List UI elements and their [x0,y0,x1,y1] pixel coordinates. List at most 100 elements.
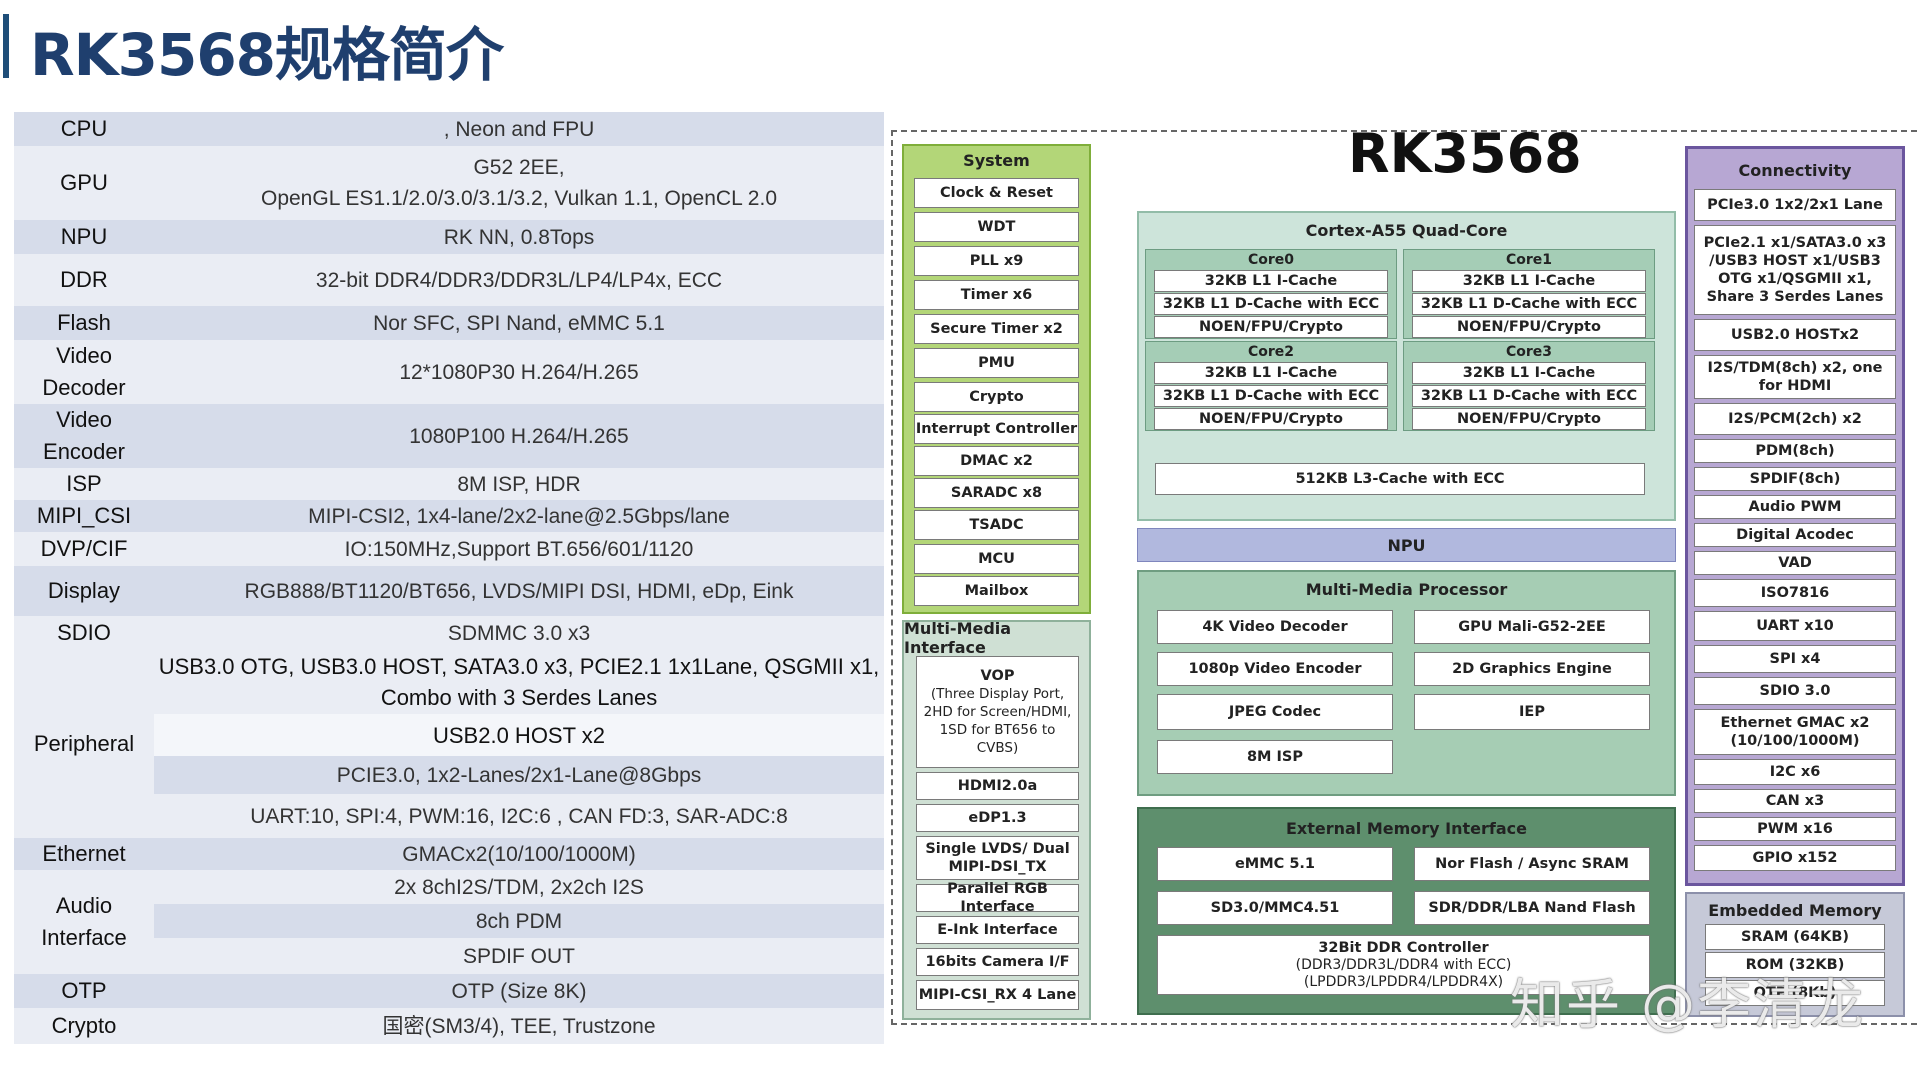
emb-item: OTP (8Kb) [1705,980,1885,1006]
mmp-item: GPU Mali-G52-2EE [1414,610,1650,644]
conn-item: UART x10 [1694,611,1896,641]
mmp-item: 1080p Video Encoder [1157,652,1393,686]
system-item: Secure Timer x2 [914,314,1079,344]
spec-label-line: Encoder [43,439,125,464]
system-item: WDT [914,212,1079,242]
spec-row-npu: NPU RK NN, 0.8Tops [14,220,884,254]
mmp-item: IEP [1414,694,1650,730]
system-item: PLL x9 [914,246,1079,276]
system-item: Mailbox [914,576,1079,606]
system-item: Clock & Reset [914,178,1079,208]
conn-item: CAN x3 [1694,789,1896,813]
spec-label: Peripheral [14,650,154,838]
conn-item: SPDIF(8ch) [1694,467,1896,491]
spec-label: DDR [60,267,108,292]
spec-label: Video Encoder [14,404,154,468]
spec-label: ISP [66,471,102,496]
emb-item: ROM (32KB) [1705,952,1885,978]
mmi-item: E-Ink Interface [916,916,1079,944]
l1d-cache: 32KB L1 D-Cache with ECC [1412,293,1646,315]
spec-value: 8M ISP, HDR [457,472,581,496]
conn-item: I2C x6 [1694,759,1896,785]
mmp-item: 4K Video Decoder [1157,610,1393,644]
multimedia-processor-block: Multi-Media Processor 4K Video Decoder G… [1137,570,1676,796]
neon-unit: NOEN/FPU/Crypto [1154,408,1388,430]
spec-value-line: OpenGL ES1.1/2.0/3.0/3.1/3.2, Vulkan 1.1… [260,187,778,210]
mmp-title: Multi-Media Processor [1305,579,1508,599]
peripheral-usb3-line: USB3.0 OTG, USB3.0 HOST, SATA3.0 x3, PCI… [154,650,884,714]
neon-unit: NOEN/FPU/Crypto [1154,316,1388,338]
core3-box: Core3 32KB L1 I-Cache 32KB L1 D-Cache wi… [1403,341,1655,431]
core-name: Core0 [1247,252,1295,268]
audio-i2s-line: 2x 8chI2S/TDM, 2x2ch I2S [154,870,884,904]
spec-label-line: Audio [55,893,113,918]
spec-row-display: Display RGB888/BT1120/BT656, LVDS/MIPI D… [14,566,884,616]
conn-item: I2S/TDM(8ch) x2, one for HDMI [1694,355,1896,399]
vop-cell: VOP (Three Display Port, 2HD for Screen/… [916,656,1079,768]
spec-label-line: Decoder [42,375,126,400]
l1i-cache: 32KB L1 I-Cache [1154,270,1388,292]
mmi-item: 16bits Camera I/F [916,948,1079,976]
spec-label-line: Video [56,343,112,368]
mmp-item: JPEG Codec [1157,694,1393,730]
l1d-cache: 32KB L1 D-Cache with ECC [1154,385,1388,407]
spec-row-ethernet: Ethernet GMACx2(10/100/1000M) [14,838,884,870]
spec-row-video-decoder: Video Decoder 12*1080P30 H.264/H.265 [14,340,884,404]
mmi-item: Single LVDS/ Dual MIPI-DSI_TX [916,836,1079,880]
ddr-controller-line: (LPDDR3/LPDDR4/LPDDR4X) [1303,974,1504,990]
peripheral-pcie3-line: PCIE3.0, 1x2-Lanes/2x1-Lane@8Gbps [154,756,884,794]
chip-name: RK3568 [1348,122,1582,185]
spec-row-video-encoder: Video Encoder 1080P100 H.264/H.265 [14,404,884,468]
spec-label: SDIO [57,620,111,645]
spec-row-mipi-csi: MIPI_CSI MIPI-CSI2, 1x4-lane/2x2-lane@2.… [14,500,884,532]
system-block: System Clock & Reset WDT PLL x9 Timer x6… [902,144,1091,614]
spec-row-cpu: CPU , Neon and FPU [14,112,884,146]
conn-item: SPI x4 [1694,645,1896,673]
conn-item: Ethernet GMAC x2 (10/100/1000M) [1694,709,1896,755]
emi-item: SD3.0/MMC4.51 [1157,891,1393,925]
conn-item: PWM x16 [1694,817,1896,841]
system-item: PMU [914,348,1079,378]
system-item: MCU [914,544,1079,574]
spec-row-crypto: Crypto 国密(SM3/4), TEE, Trustzone [14,1008,884,1044]
spec-row-sdio: SDIO SDMMC 3.0 x3 [14,616,884,650]
ddr-controller-title: 32Bit DDR Controller [1318,940,1489,956]
title-accent-bar [3,14,9,78]
l1d-cache: 32KB L1 D-Cache with ECC [1154,293,1388,315]
system-item: SARADC x8 [914,478,1079,508]
embedded-memory-title: Embedded Memory [1708,900,1882,920]
spec-label: DVP/CIF [40,536,128,561]
core0-box: Core0 32KB L1 I-Cache 32KB L1 D-Cache wi… [1145,249,1397,339]
slide-title-area: RK3568规格简介 [0,0,1917,95]
conn-item: PDM(8ch) [1694,439,1896,463]
system-item: Crypto [914,382,1079,412]
system-item: DMAC x2 [914,446,1079,476]
audio-pdm-line: 8ch PDM [154,904,884,938]
conn-item: GPIO x152 [1694,845,1896,871]
spec-row-flash: Flash Nor SFC, SPI Nand, eMMC 5.1 [14,306,884,340]
spec-value: RK NN, 0.8Tops [443,225,595,249]
spec-row-otp: OTP OTP (Size 8K) [14,974,884,1008]
audio-spdif-line: SPDIF OUT [154,938,884,974]
core-name: Core3 [1505,344,1553,360]
spec-label: CPU [60,116,108,141]
connectivity-title: Connectivity [1738,160,1852,180]
system-item: TSADC [914,510,1079,540]
rk3568-block-diagram: RK3568 System Clock & Reset WDT PLL x9 T… [891,122,1917,1025]
conn-item: SDIO 3.0 [1694,677,1896,705]
core2-box: Core2 32KB L1 I-Cache 32KB L1 D-Cache wi… [1145,341,1397,431]
conn-item: USB2.0 HOSTx2 [1694,319,1896,351]
conn-item: PCIe2.1 x1/SATA3.0 x3 /USB3 HOST x1/USB3… [1694,225,1896,315]
conn-item: Digital Acodec [1694,523,1896,547]
spec-label: Ethernet [42,841,126,866]
external-memory-interface-block: External Memory Interface eMMC 5.1 Nor F… [1137,807,1676,1015]
spec-value: , Neon and FPU [443,117,595,141]
ddr-controller-cell: 32Bit DDR Controller (DDR3/DDR3L/DDR4 wi… [1157,935,1650,995]
spec-label: Audio Interface [14,870,154,974]
spec-row-audio: Audio Interface 2x 8chI2S/TDM, 2x2ch I2S… [14,870,884,974]
mmi-item: MIPI-CSI_RX 4 Lane [916,980,1079,1010]
cortex-a55-block: Cortex-A55 Quad-Core Core0 32KB L1 I-Cac… [1137,211,1676,521]
spec-value-line: USB3.0 OTG, USB3.0 HOST, SATA3.0 x3, PCI… [158,654,880,679]
emb-item: SRAM (64KB) [1705,924,1885,950]
core-name: Core2 [1247,344,1295,360]
